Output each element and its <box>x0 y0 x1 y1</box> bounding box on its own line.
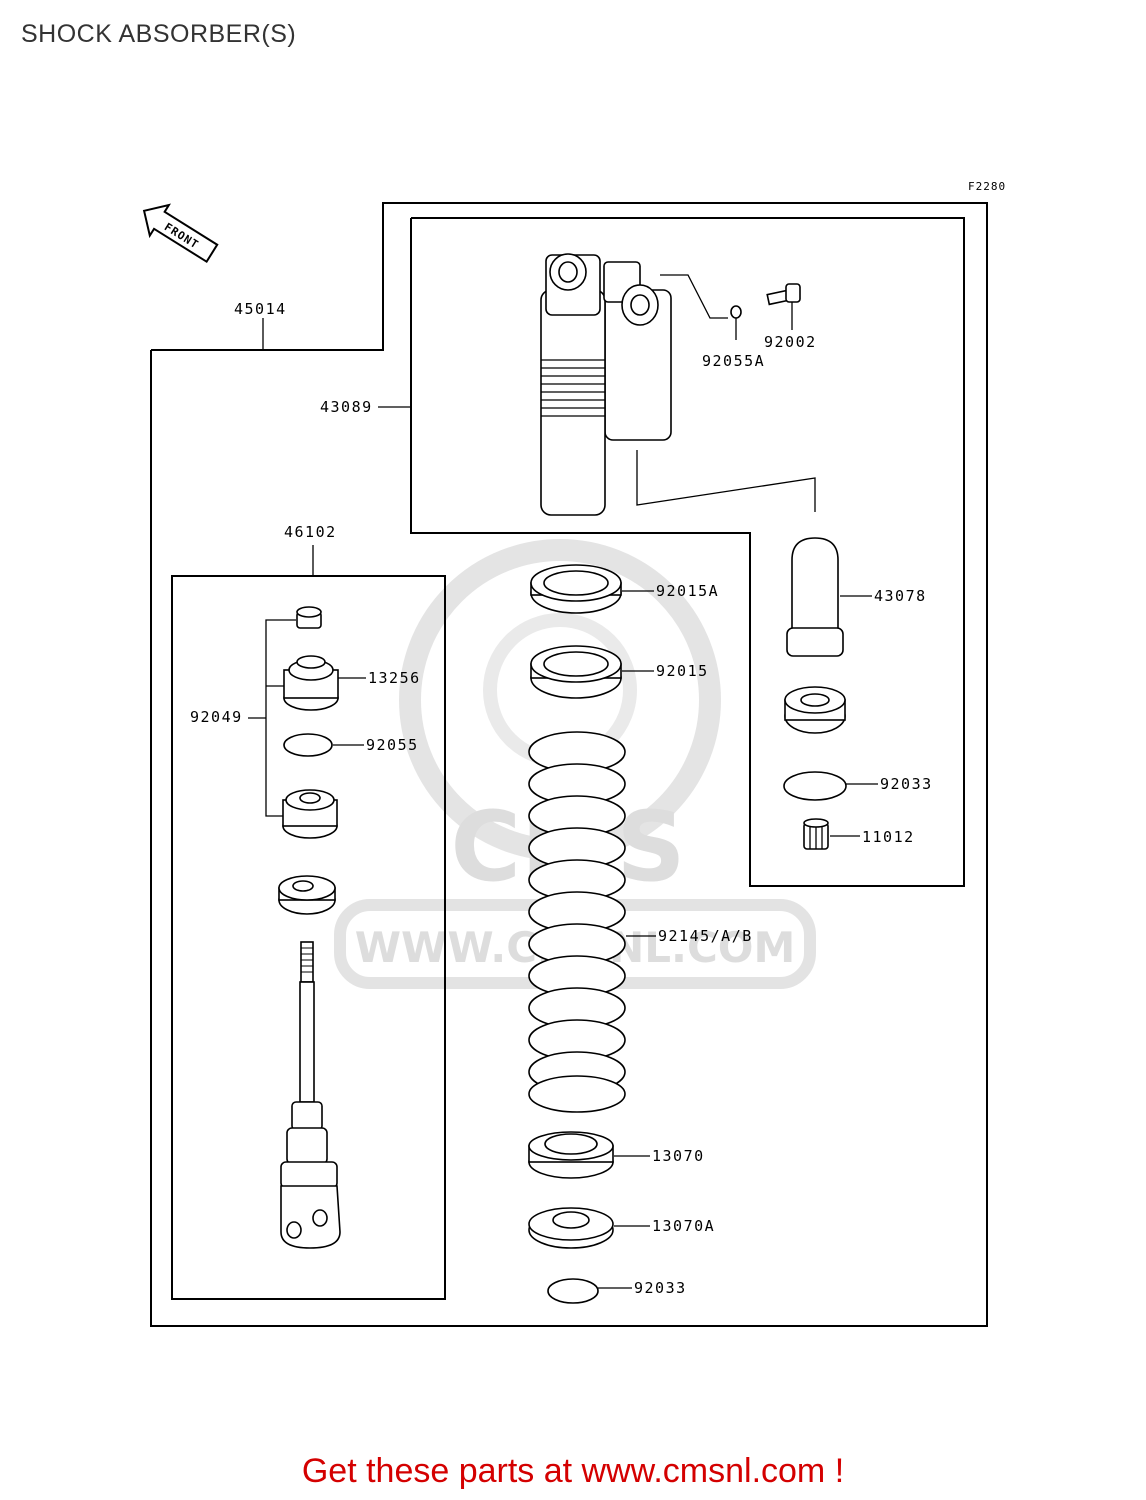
label-43078: 43078 <box>874 587 927 605</box>
label-92145: 92145/A/B <box>658 927 753 945</box>
label-92055a: 92055A <box>702 352 765 370</box>
footer-promo[interactable]: Get these parts at www.cmsnl.com ! <box>301 1452 845 1490</box>
bolt-92002 <box>766 283 801 306</box>
shock-body <box>540 253 672 516</box>
label-46102: 46102 <box>284 523 337 541</box>
seal-lower <box>282 789 338 839</box>
label-92002: 92002 <box>764 333 817 351</box>
bladder-43078 <box>786 537 844 657</box>
label-11012: 11012 <box>862 828 915 846</box>
ring-nut-92015a <box>530 564 622 614</box>
reservoir-cap <box>784 686 846 734</box>
bump-stop <box>278 875 336 915</box>
circlip-bottom-92033 <box>547 1278 599 1304</box>
rod-kit-frame <box>171 575 446 1300</box>
bearing-11012 <box>803 818 829 850</box>
label-92055: 92055 <box>366 736 419 754</box>
oring-92055 <box>283 733 333 757</box>
oring-92055a <box>730 305 742 319</box>
spring-guide-13070a <box>528 1207 614 1249</box>
spring-92145 <box>528 731 626 1113</box>
ring-nut-92015 <box>530 645 622 699</box>
page-title: SHOCK ABSORBER(S) <box>21 20 297 48</box>
label-13070: 13070 <box>652 1147 705 1165</box>
label-92033-bottom: 92033 <box>634 1279 687 1297</box>
label-43089: 43089 <box>320 398 373 416</box>
label-92033-top: 92033 <box>880 775 933 793</box>
oil-seal-13256 <box>283 655 339 711</box>
circlip-top-92033 <box>783 771 847 801</box>
label-92015a: 92015A <box>656 582 719 600</box>
label-13256: 13256 <box>368 669 421 687</box>
label-45014: 45014 <box>234 300 287 318</box>
piston-rod <box>280 941 341 1249</box>
body-frame <box>410 217 965 887</box>
figure-code: F2280 <box>968 180 1006 193</box>
label-92049: 92049 <box>190 708 243 726</box>
label-92015: 92015 <box>656 662 709 680</box>
rod-nut <box>296 606 322 629</box>
assembly-frame <box>150 202 988 1327</box>
spring-guide-13070 <box>528 1131 614 1179</box>
label-13070a: 13070A <box>652 1217 715 1235</box>
front-arrow-icon: FRONT <box>142 203 219 264</box>
